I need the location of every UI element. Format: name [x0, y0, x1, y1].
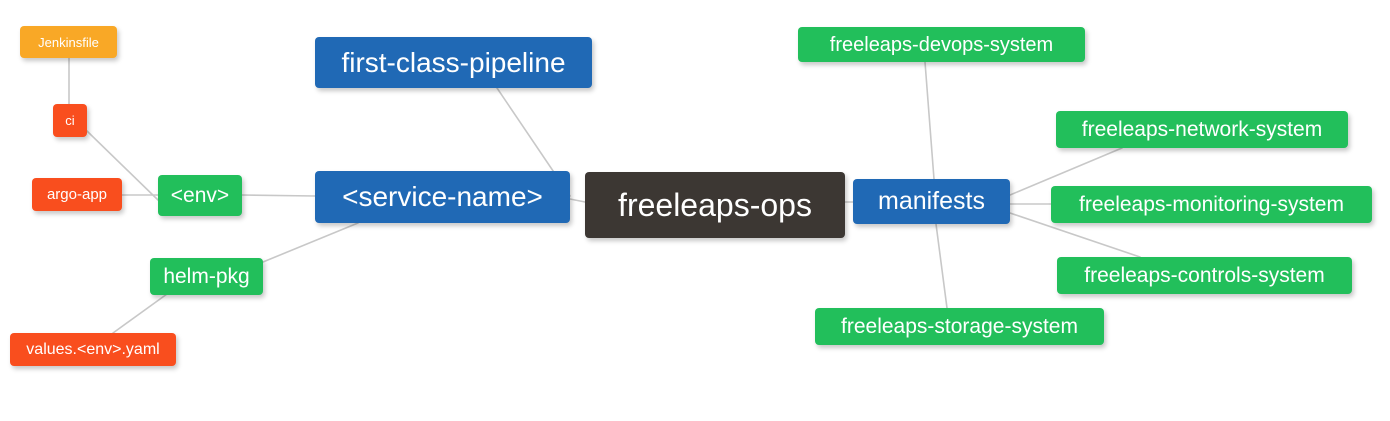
node-label-jenkinsfile: Jenkinsfile	[38, 34, 99, 50]
node-label-freeleaps-devops-system: freeleaps-devops-system	[829, 33, 1054, 56]
node-jenkinsfile[interactable]: Jenkinsfile	[20, 26, 117, 58]
node-service-name[interactable]: <service-name>	[315, 171, 570, 223]
node-label-env: <env>	[170, 184, 230, 207]
node-label-service-name: <service-name>	[342, 181, 543, 212]
node-label-freeleaps-controls-system: freeleaps-controls-system	[1084, 264, 1325, 287]
node-values-env-yaml[interactable]: values.<env>.yaml	[10, 333, 176, 366]
node-freeleaps-controls-system[interactable]: freeleaps-controls-system	[1057, 257, 1352, 294]
node-freeleaps-devops-system[interactable]: freeleaps-devops-system	[798, 27, 1085, 62]
node-label-first-class-pipeline: first-class-pipeline	[341, 46, 566, 78]
edge-service-name-to-helm-pkg	[262, 222, 359, 263]
node-argo-app[interactable]: argo-app	[32, 178, 122, 211]
node-label-ci: ci	[65, 113, 75, 128]
edge-manifests-to-freeleaps-devops-system	[924, 61, 935, 180]
edge-helm-pkg-to-values-env-yaml	[112, 293, 168, 334]
node-ci[interactable]: ci	[53, 104, 87, 137]
node-label-helm-pkg: helm-pkg	[163, 265, 250, 288]
node-manifests[interactable]: manifests	[853, 179, 1010, 224]
edge-manifests-to-freeleaps-storage-system	[935, 223, 948, 309]
node-label-values-env-yaml: values.<env>.yaml	[26, 340, 160, 358]
edge-service-name-to-freeleaps-ops	[569, 198, 586, 203]
node-label-freeleaps-storage-system: freeleaps-storage-system	[841, 315, 1078, 338]
node-first-class-pipeline[interactable]: first-class-pipeline	[315, 37, 592, 88]
node-label-argo-app: argo-app	[46, 186, 108, 203]
node-label-manifests: manifests	[878, 187, 985, 215]
node-freeleaps-network-system[interactable]: freeleaps-network-system	[1056, 111, 1348, 148]
node-freeleaps-monitoring-system[interactable]: freeleaps-monitoring-system	[1051, 186, 1372, 223]
node-label-freeleaps-monitoring-system: freeleaps-monitoring-system	[1079, 193, 1344, 216]
node-env[interactable]: <env>	[158, 175, 242, 216]
edge-env-to-service-name	[241, 194, 316, 197]
node-helm-pkg[interactable]: helm-pkg	[150, 258, 263, 295]
node-label-freeleaps-network-system: freeleaps-network-system	[1081, 118, 1323, 141]
node-label-freeleaps-ops: freeleaps-ops	[618, 187, 812, 223]
node-freeleaps-storage-system[interactable]: freeleaps-storage-system	[815, 308, 1104, 345]
node-freeleaps-ops[interactable]: freeleaps-ops	[585, 172, 845, 238]
